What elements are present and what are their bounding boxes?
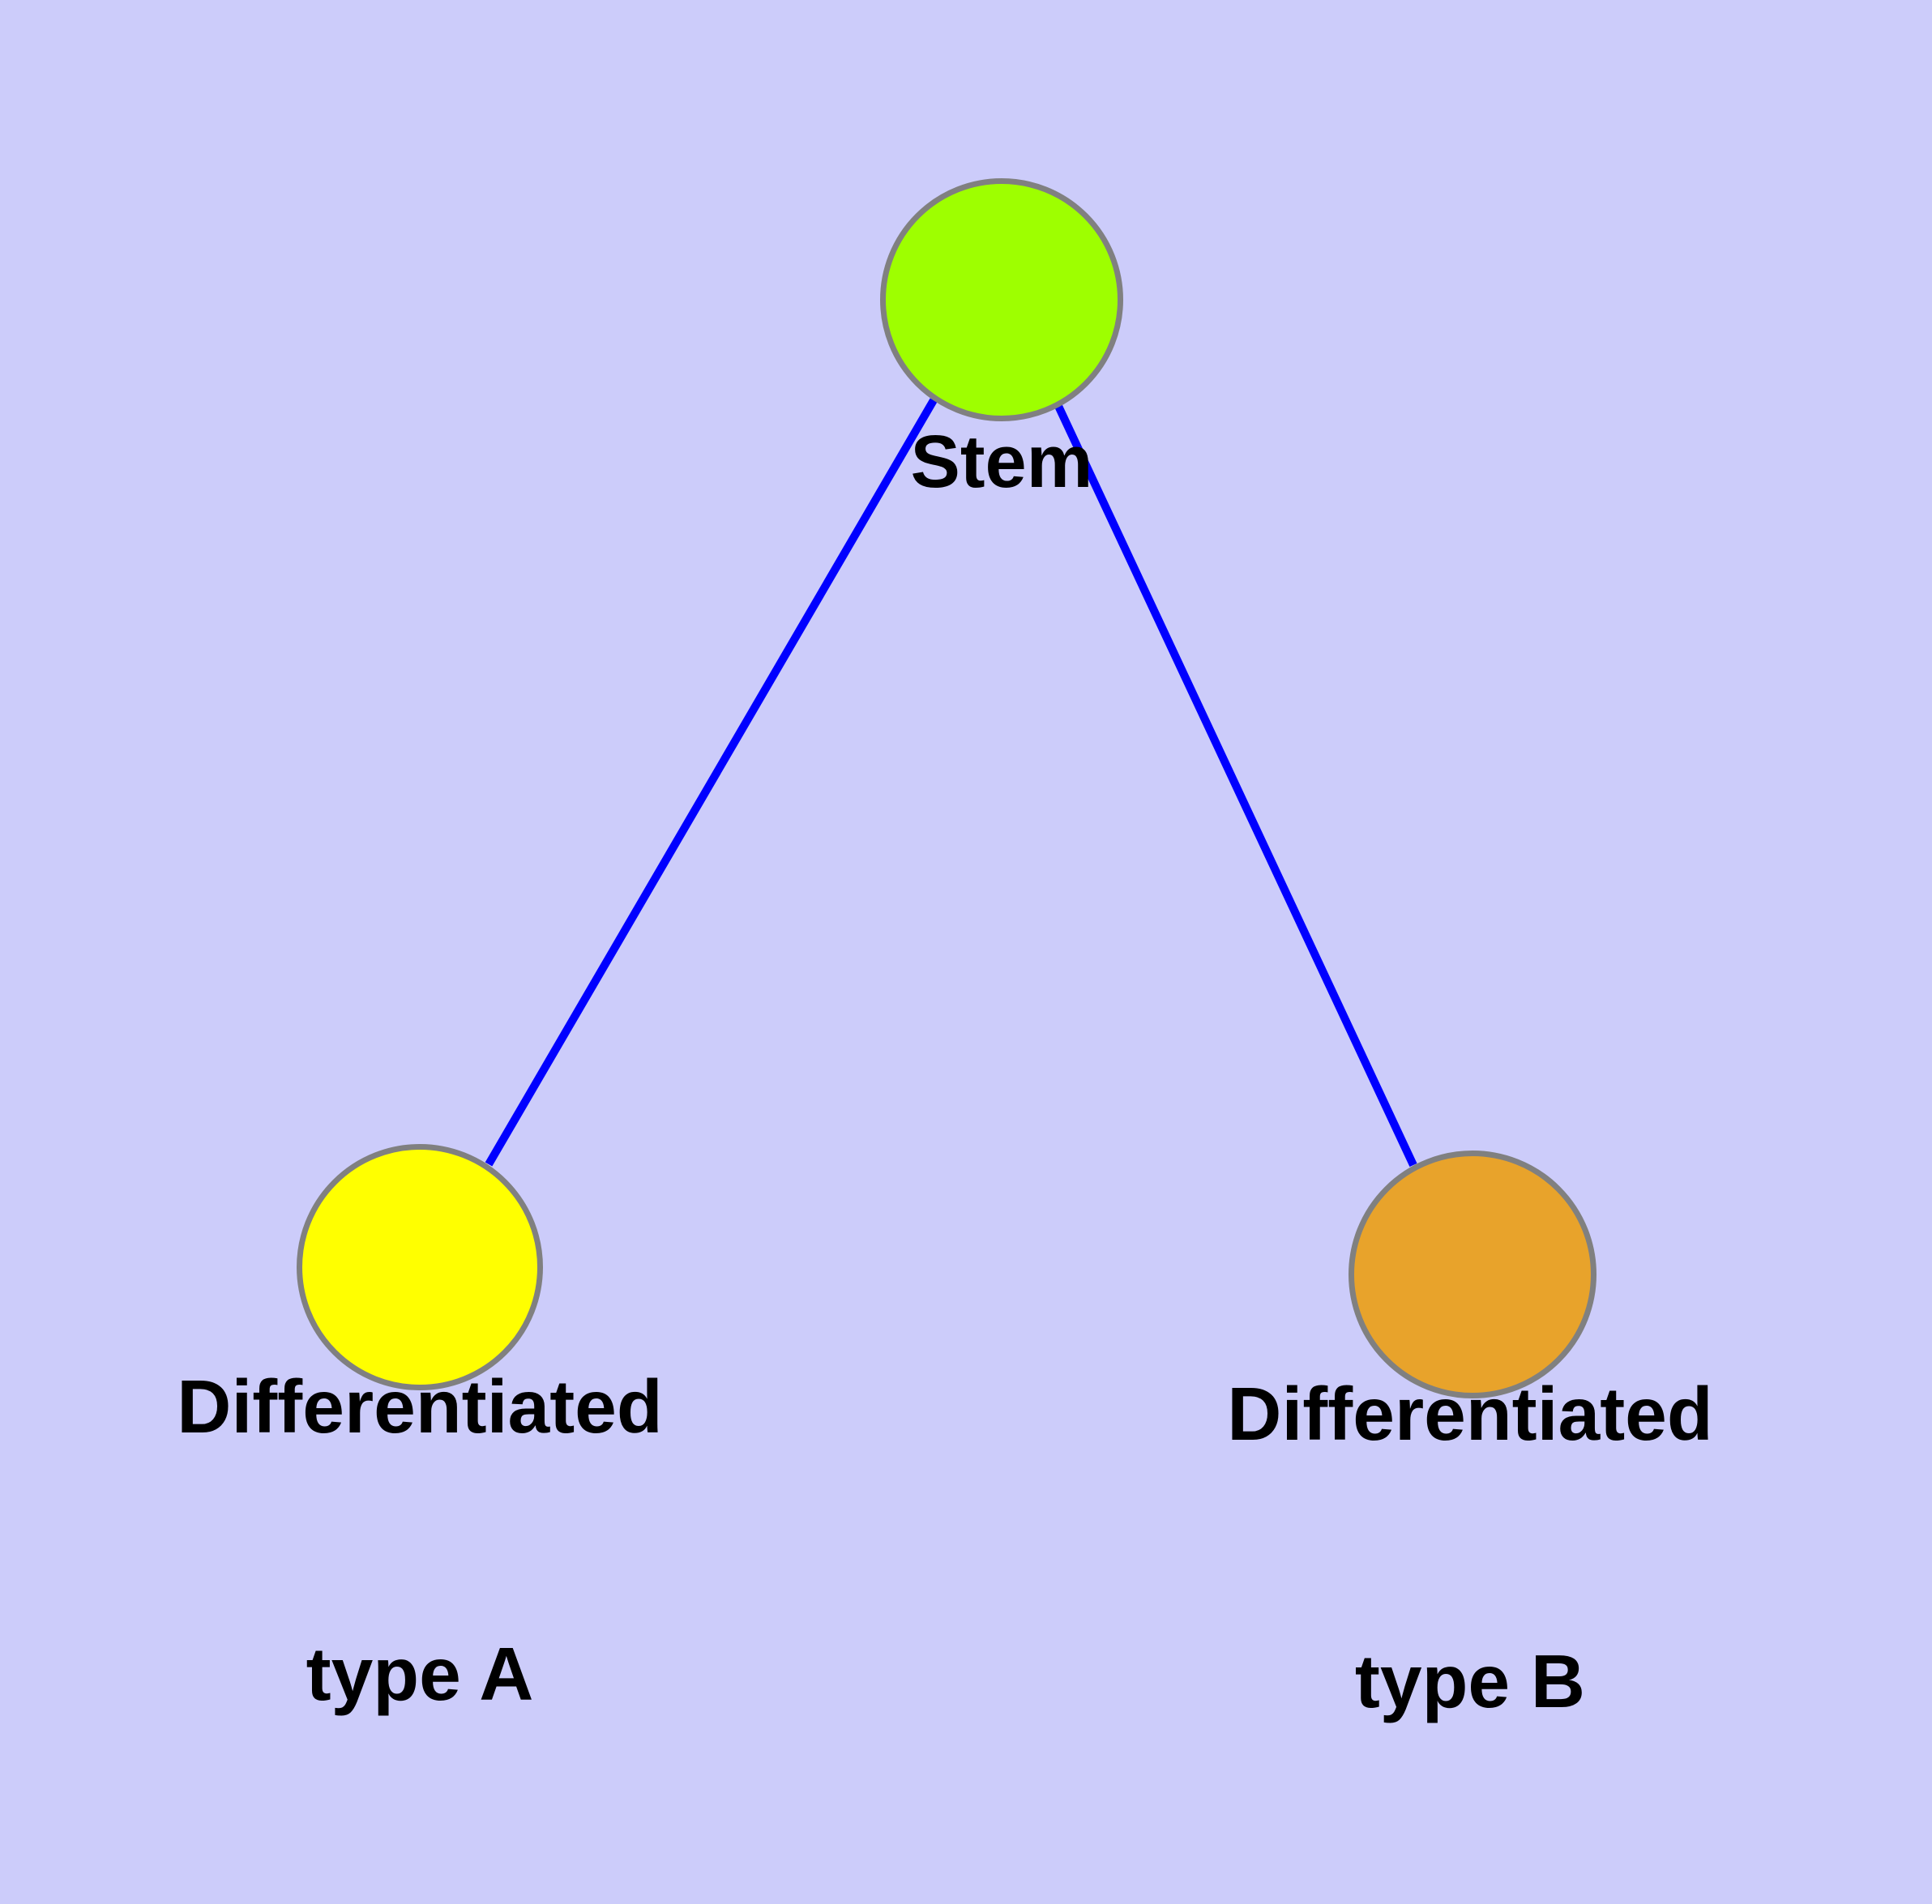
- node-stem-circle[interactable]: [880, 178, 1123, 421]
- edge-stem-to-diff-a[interactable]: [485, 398, 938, 1167]
- graph-canvas: Stem Differentiated type A Differentiate…: [177, 178, 1713, 1723]
- edge-stem-to-diff-b[interactable]: [1054, 402, 1417, 1168]
- node-diff-a-circle[interactable]: [297, 1144, 543, 1390]
- node-diff-b-circle[interactable]: [1349, 1151, 1596, 1398]
- graph-svg: [297, 178, 1596, 1398]
